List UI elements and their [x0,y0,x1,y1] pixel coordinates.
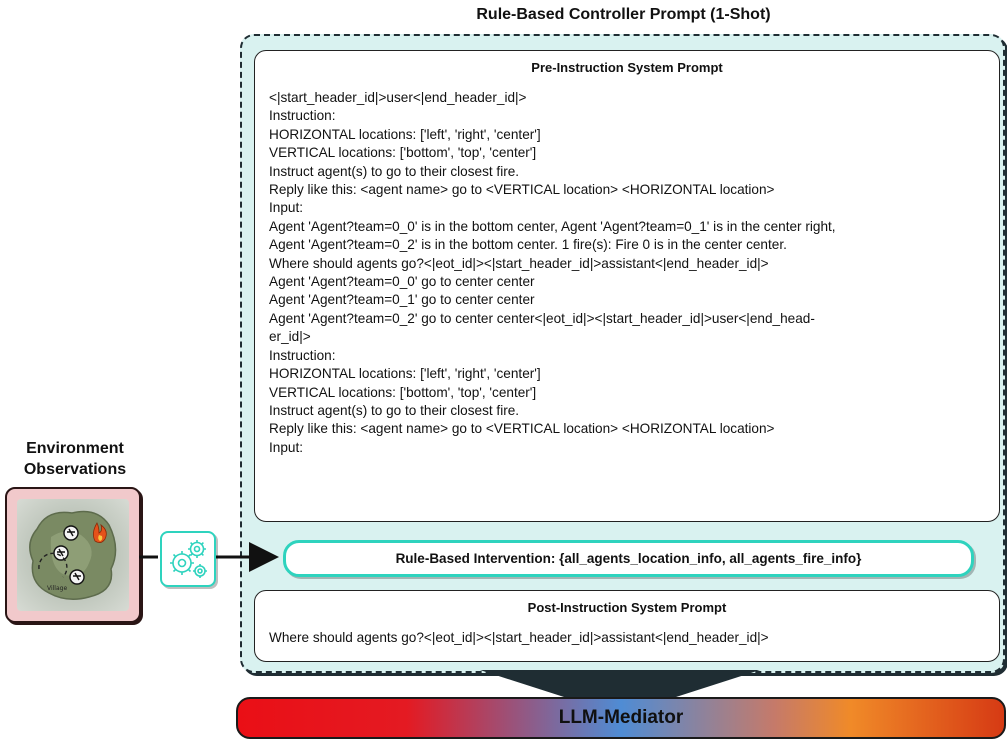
fire-icon [93,522,107,543]
environment-observation-image: Village [5,487,141,623]
prompt-line: Agent 'Agent?team=0_2' go to center cent… [269,310,815,326]
prompt-line: HORIZONTAL locations: ['left', 'right', … [269,366,541,382]
environment-title-line: Environment [26,440,124,457]
rule-controller-gears-icon [160,531,216,587]
agent-marker-icon [63,525,79,541]
prompt-line: <|start_header_id|>user<|end_header_id|> [269,90,527,105]
prompt-line: Input: [269,439,304,455]
prompt-line: HORIZONTAL locations: ['left', 'right', … [269,126,541,142]
prompt-line: Where should agents go?<|eot_id|><|start… [269,255,769,271]
diagram-title: Rule-Based Controller Prompt (1-Shot) [476,6,771,23]
pre-instruction-title: Pre-Instruction System Prompt [531,60,723,75]
prompt-line: Agent 'Agent?team=0_2' is in the bottom … [269,237,787,253]
prompt-line: Instruct agent(s) to go to their closest… [269,402,520,418]
prompt-line: Instruction: [269,347,336,363]
village-label: Village [47,585,67,592]
island-map: Village [17,499,129,611]
village-boundary [38,552,68,578]
post-instruction-box: Post-Instruction System Prompt Where sho… [254,590,1000,662]
prompt-line: Reply like this: <agent name> go to <VER… [269,421,775,437]
island-map-drawing: Village [29,510,117,600]
prompt-line: Agent 'Agent?team=0_1' go to center cent… [269,292,535,308]
prompt-line: VERTICAL locations: ['bottom', 'top', 'c… [269,384,537,400]
pre-instruction-box: Pre-Instruction System Prompt <|start_he… [254,50,1000,522]
prompt-line: VERTICAL locations: ['bottom', 'top', 'c… [269,145,537,161]
environment-observations-title: Environment Observations [0,438,150,480]
pre-instruction-text: <|start_header_id|>user<|end_header_id|>… [269,89,989,457]
prompt-line: er_id|> [269,329,311,345]
llm-mediator-bar: LLM-Mediator [236,697,1006,739]
prompt-line: Instruction: [269,108,336,124]
prompt-line: Input: [269,200,304,216]
prompt-line: Agent 'Agent?team=0_0' go to center cent… [269,274,535,290]
agent-marker-icon [69,569,85,585]
prompt-line: Agent 'Agent?team=0_0' is in the bottom … [269,218,836,234]
rule-based-intervention: Rule-Based Intervention: {all_agents_loc… [283,540,974,577]
prompt-line: Instruct agent(s) to go to their closest… [269,163,520,179]
post-instruction-text: Where should agents go?<|eot_id|><|start… [269,630,769,645]
gears-icon [170,540,207,578]
island-terrain [50,531,92,576]
post-instruction-title: Post-Instruction System Prompt [527,600,727,615]
environment-title-line: Observations [23,461,127,478]
prompt-line: Reply like this: <agent name> go to <VER… [269,182,775,198]
